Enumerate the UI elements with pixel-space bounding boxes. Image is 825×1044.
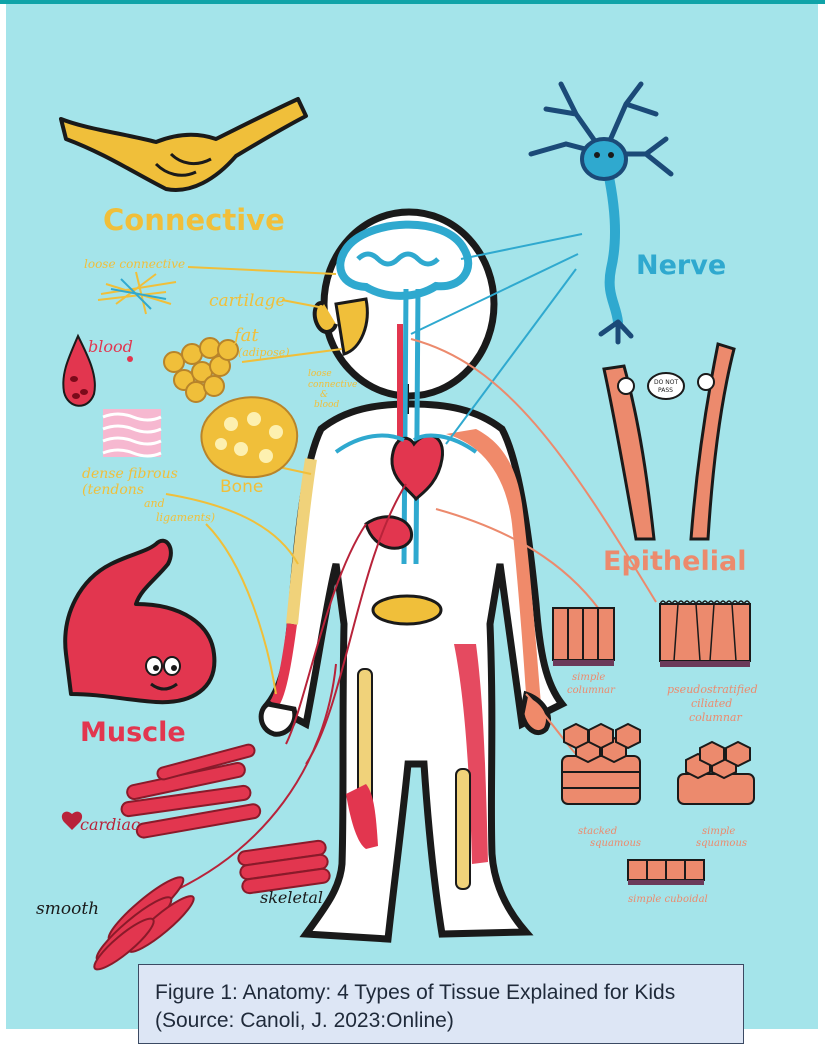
dense-fibrous-and-label: and [144, 497, 165, 510]
stacked-squamous-label-2: squamous [590, 838, 641, 849]
pseudostratified-label-2: ciliated [691, 697, 732, 710]
speech-pass: PASS [658, 387, 673, 394]
bone-label: Bone [220, 477, 263, 497]
muscle-title: Muscle [80, 717, 186, 748]
simple-cuboidal-icon [628, 860, 704, 885]
fat-cells-icon [164, 338, 238, 402]
loose-blood-label-4: blood [314, 400, 339, 410]
smooth-label: smooth [36, 899, 99, 919]
pseudostratified-label-3: columnar [689, 711, 742, 724]
simple-squamous-label-1: simple [702, 826, 735, 837]
simple-columnar-icon [553, 608, 614, 666]
pseudostratified-label-1: pseudostratified [667, 683, 758, 696]
epithelial-group: DO NOT PASS Epithelial simple columnar p… [553, 344, 758, 905]
skeletal-muscle-icon [237, 840, 330, 894]
simple-squamous-label-2: squamous [696, 838, 747, 849]
tissue-illustration: Connective loose connective cartilage fa… [6, 4, 818, 1029]
flexed-arm-icon [65, 541, 214, 702]
dense-fibrous-label: dense fibrous [82, 466, 178, 482]
epithelial-guards-icon [604, 344, 734, 539]
loose-blood-label-3: & [320, 390, 328, 400]
fat-label: fat [232, 325, 259, 346]
loose-connective-icon [98, 272, 176, 314]
loose-blood-label-2: connective [308, 380, 357, 390]
skeletal-label: skeletal [260, 888, 323, 907]
speech-do-not: DO NOT [654, 379, 678, 386]
adipose-label: (adipose) [238, 346, 290, 359]
loose-connective-label: loose connective [84, 257, 185, 271]
caption-line-1: Figure 1: Anatomy: 4 Types of Tissue Exp… [155, 979, 727, 1007]
cardiac-muscle-icon [121, 743, 262, 838]
blood-label: blood [88, 337, 133, 356]
stacked-squamous-icon [562, 724, 640, 804]
dense-fibrous-tendons-label: (tendons [82, 482, 144, 498]
simple-cuboidal-label: simple cuboidal [628, 894, 708, 905]
neuron-icon [531, 84, 671, 342]
loose-blood-label-1: loose [308, 369, 332, 379]
bone-tissue-icon [201, 397, 297, 477]
simple-columnar-label-2: columnar [567, 685, 616, 696]
figure-caption: Figure 1: Anatomy: 4 Types of Tissue Exp… [138, 964, 744, 1044]
nerve-title: Nerve [636, 250, 726, 281]
caption-line-2: (Source: Canoli, J. 2023:Online) [155, 1007, 727, 1035]
dense-fibrous-icon [103, 409, 161, 457]
simple-columnar-label-1: simple [572, 672, 605, 683]
cartilage-label: cartilage [209, 291, 286, 311]
nerve-group: Nerve [531, 84, 726, 342]
handshake-icon [61, 99, 306, 190]
muscle-group: Muscle cardiac skeletal [36, 541, 331, 976]
dense-fibrous-ligaments-label: ligaments) [156, 511, 215, 524]
epithelial-title: Epithelial [603, 546, 746, 577]
cardiac-label: cardiac [80, 815, 140, 834]
illustration-panel: Connective loose connective cartilage fa… [6, 4, 818, 1029]
pseudostratified-icon [660, 601, 750, 667]
simple-squamous-icon [678, 742, 754, 804]
connective-title: Connective [103, 203, 285, 237]
child-body [261, 212, 562, 939]
stacked-squamous-label-1: stacked [578, 826, 617, 837]
